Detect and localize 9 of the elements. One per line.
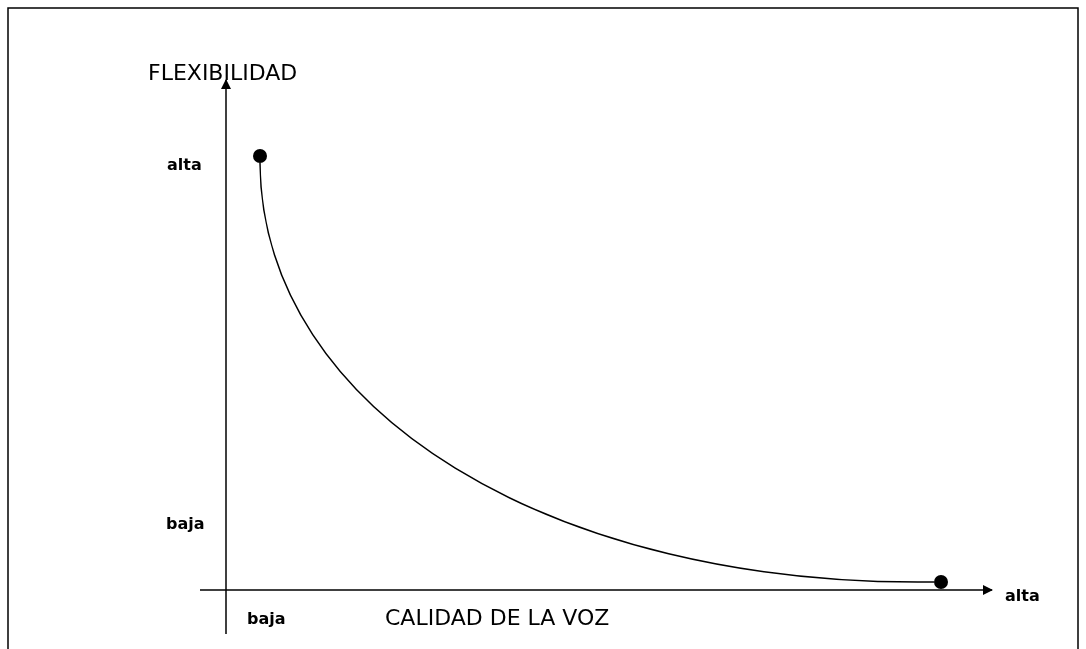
axis-scale-label: alta bbox=[167, 157, 202, 173]
axis-scale-label: baja bbox=[166, 516, 205, 532]
axis-title: FLEXIBILIDAD bbox=[148, 62, 298, 84]
curve-line bbox=[259, 162, 935, 583]
data-point-dot bbox=[934, 575, 948, 589]
axis-scale-label: alta bbox=[1005, 588, 1040, 604]
axis-title: CALIDAD DE LA VOZ bbox=[385, 607, 610, 629]
axis-scale-label: baja bbox=[247, 611, 286, 627]
data-point-dot bbox=[253, 149, 267, 163]
